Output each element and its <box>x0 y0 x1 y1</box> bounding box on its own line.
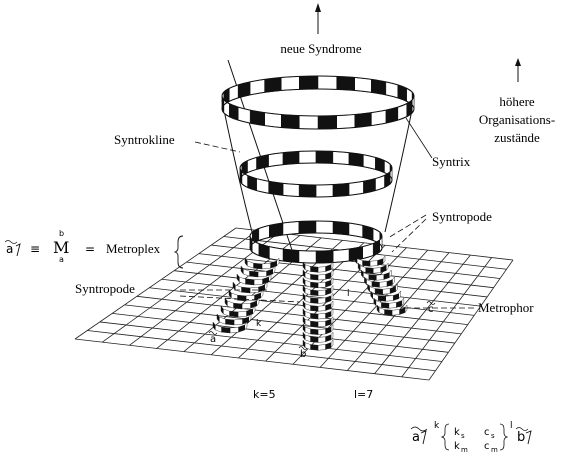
grid-line <box>87 330 436 372</box>
svg-text:c: c <box>484 441 490 452</box>
grid-line <box>101 230 258 343</box>
label-neue-syndrome: neue Syndrome <box>280 41 361 56</box>
svg-text:s: s <box>461 432 465 440</box>
grid-line <box>136 295 462 335</box>
leg-label-k: k <box>256 319 262 329</box>
label-syntrix: Syntrix <box>432 154 471 169</box>
grid-line <box>161 278 475 316</box>
metroplex-brace <box>173 235 184 269</box>
svg-text:a: a <box>412 430 420 445</box>
svg-text:=: = <box>85 242 95 256</box>
grid-line <box>174 270 481 307</box>
grid-line <box>374 254 471 374</box>
grid-line <box>428 259 514 381</box>
svg-text:c: c <box>484 427 490 438</box>
svg-text:≡: ≡ <box>30 242 40 256</box>
svg-text:k: k <box>434 421 440 431</box>
leg-label-b: b <box>300 349 306 360</box>
grid-line <box>198 253 494 289</box>
leg-label-a: a <box>210 334 216 345</box>
tilde-b <box>298 346 308 350</box>
leg-label-l: l <box>347 289 350 299</box>
svg-text:a: a <box>6 242 13 256</box>
leg-label-c: c <box>428 304 434 315</box>
grid-line <box>186 261 488 298</box>
grid-line <box>401 257 493 378</box>
tilde-a <box>208 331 218 335</box>
label-metroplex: Metroplex <box>106 241 161 256</box>
svg-text:M: M <box>53 238 69 257</box>
grid-line <box>319 249 429 368</box>
metroplex-ring <box>249 220 383 264</box>
syntropode-leg-c <box>354 255 408 316</box>
syntropode-leg-b <box>302 261 334 351</box>
leader-lines <box>179 117 474 309</box>
label-l-eq: l=7 <box>354 388 373 401</box>
grid-line <box>74 338 430 381</box>
label-hoehere-2: Organisations- <box>479 112 555 127</box>
svg-text:k: k <box>454 427 460 438</box>
syntropode-leg-a <box>212 257 280 334</box>
label-hoehere-1: höhere <box>499 94 535 109</box>
up-arrow-icon-right <box>515 58 521 82</box>
svg-text:s: s <box>491 432 495 440</box>
svg-text:b: b <box>59 229 64 238</box>
metroplex-formula: a ≡ b M a = <box>4 229 95 264</box>
svg-text:m: m <box>461 446 468 454</box>
svg-text:m: m <box>491 446 498 454</box>
grid-line <box>124 304 455 344</box>
tilde-c <box>426 301 436 305</box>
grid-line <box>99 321 442 362</box>
label-metrophor: Metrophor <box>478 300 534 315</box>
grid-line <box>74 227 237 340</box>
syntrix-ring-middle <box>239 150 393 198</box>
syntropode-legs <box>212 255 408 351</box>
label-hoehere-3: zustände <box>494 130 540 145</box>
label-syntropode-right: Syntropode <box>432 209 492 224</box>
svg-text:k: k <box>454 441 460 452</box>
grid-line <box>112 312 449 353</box>
label-k-eq: k=5 <box>253 388 276 401</box>
syndrome-formula: a k k s c s k m c m l b <box>410 421 532 454</box>
svg-text:b: b <box>517 430 525 445</box>
svg-text:l: l <box>510 421 513 431</box>
syntrix-ring-top <box>221 75 415 130</box>
svg-text:a: a <box>59 255 64 264</box>
up-arrow-icon <box>315 3 321 34</box>
label-syntropode-left: Syntropode <box>75 281 135 296</box>
label-syntrokline: Syntrokline <box>114 132 175 147</box>
syntrix-rings <box>221 75 415 264</box>
